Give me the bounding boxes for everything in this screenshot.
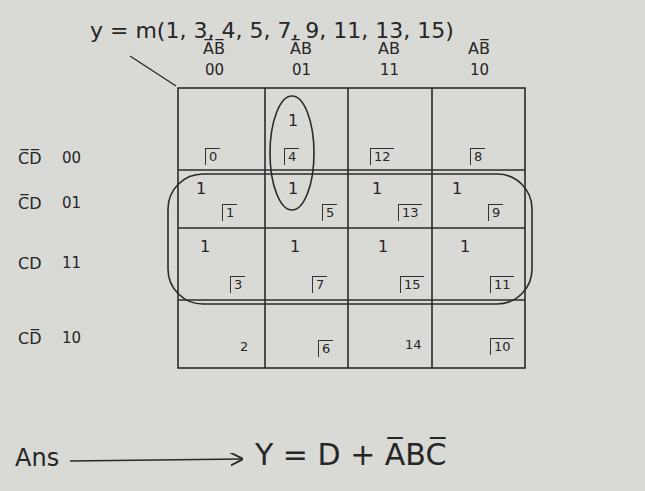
- cell-index: 5: [322, 204, 337, 221]
- cell-index: 6: [318, 340, 333, 357]
- cell-index: 9: [488, 204, 503, 221]
- cell-index: 1: [222, 204, 237, 221]
- row-code: 11: [62, 255, 81, 272]
- row-variable: C̅D: [18, 195, 42, 213]
- cell-value: 1: [200, 238, 210, 256]
- cell-index: 7: [312, 276, 327, 293]
- cell-index: 10: [490, 338, 514, 355]
- cell-value: 1: [378, 238, 388, 256]
- row-code: 00: [62, 150, 81, 167]
- cell-index: 8: [470, 148, 485, 165]
- row-code: 01: [62, 195, 81, 212]
- column-code: 00: [205, 62, 224, 79]
- cell-index: 12: [370, 148, 394, 165]
- group-loop: [168, 174, 532, 304]
- cell-value: 1: [452, 180, 462, 198]
- answer-label: Ans: [15, 445, 59, 473]
- row-variable: CD: [18, 255, 42, 273]
- cell-index: 3: [230, 276, 245, 293]
- column-variable: A̅B: [290, 40, 312, 58]
- row-variable: C̅D̅: [18, 150, 42, 168]
- cell-index: 14: [405, 338, 422, 353]
- answer-expression: Y = D + A̅BC̅: [255, 438, 446, 473]
- column-code: 01: [292, 62, 311, 79]
- grid-line: [178, 227, 525, 229]
- row-code: 10: [62, 330, 81, 347]
- column-code: 11: [380, 62, 399, 79]
- cell-value: 1: [288, 180, 298, 198]
- column-variable: AB: [378, 40, 400, 58]
- column-variable: A̅B̅: [203, 40, 225, 58]
- grid-line: [178, 299, 525, 301]
- cell-index: 11: [490, 276, 514, 293]
- pointer-line: [130, 56, 176, 86]
- grid-line: [178, 169, 525, 171]
- cell-index: 15: [400, 276, 424, 293]
- grid-border: [178, 88, 525, 368]
- answer-arrow: [70, 459, 242, 461]
- cell-value: 1: [196, 180, 206, 198]
- cell-index: 2: [240, 340, 248, 355]
- cell-index: 4: [284, 148, 299, 165]
- cell-value: 1: [288, 112, 298, 130]
- column-variable: AB̅: [468, 40, 490, 58]
- cell-index: 13: [398, 204, 422, 221]
- cell-value: 1: [460, 238, 470, 256]
- kmap-grid: [178, 88, 525, 368]
- row-variable: CD̅: [18, 330, 42, 348]
- group-loop: [270, 96, 314, 210]
- cell-value: 1: [372, 180, 382, 198]
- cell-value: 1: [290, 238, 300, 256]
- column-code: 10: [470, 62, 489, 79]
- cell-index: 0: [205, 148, 220, 165]
